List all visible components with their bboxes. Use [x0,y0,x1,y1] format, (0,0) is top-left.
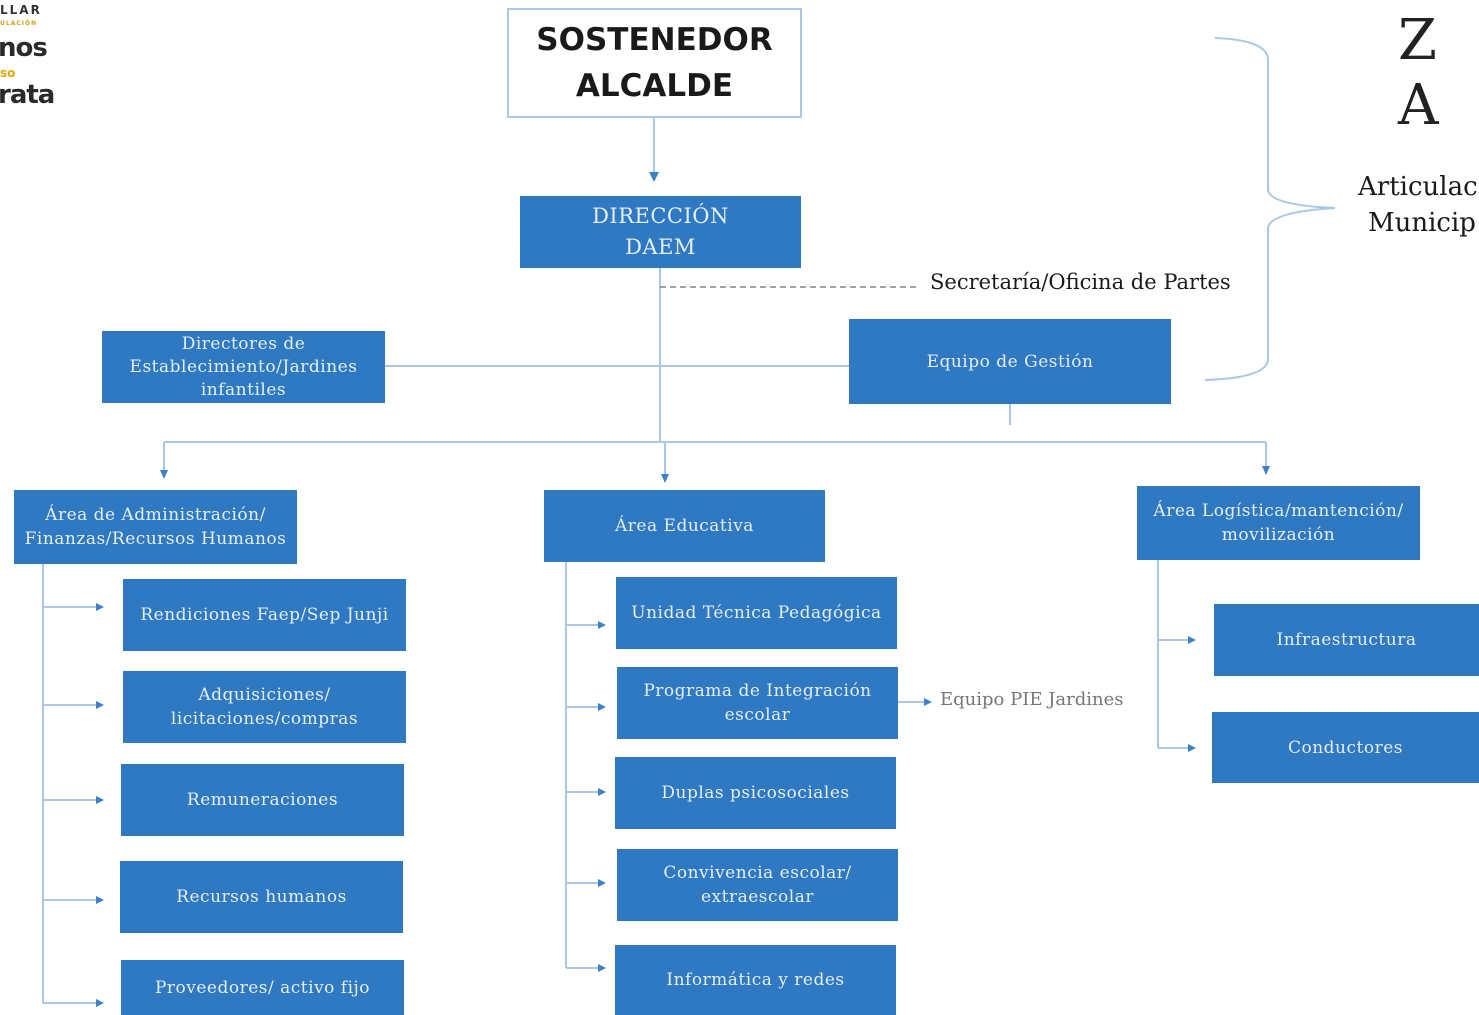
side-note-line-2: Municip [1368,208,1476,238]
log-item: Infraestructura [1214,604,1479,676]
pie-jardines-label: Equipo PIE Jardines [940,689,1124,710]
admin-item: Remuneraciones [121,764,404,836]
direccion-box: DIRECCIÓN DAEM [520,196,801,268]
logo-text-1: LLAR [0,3,42,17]
educ-item: Programa de Integración escolar [617,667,898,739]
educ-item: Unidad Técnica Pedagógica [616,577,897,649]
logo-text-4: so [0,66,16,80]
heading-right: Z A [1398,8,1443,138]
logo-text-5: rata [0,80,55,110]
side-note-line-1: Articulac [1358,172,1478,202]
educ-item: Convivencia escolar/ extraescolar [617,849,898,921]
sostenedor-line-1: SOSTENEDOR [536,22,773,58]
equipo-gestion-box: Equipo de Gestión [849,319,1171,404]
secretaria-label: Secretaría/Oficina de Partes [930,270,1231,294]
sostenedor-box: SOSTENEDOR ALCALDE [507,8,802,118]
directores-box: Directores de Establecimiento/Jardines i… [102,331,385,403]
sostenedor-line-2: ALCALDE [575,68,734,104]
logo-text-2: ULACIÓN [0,20,38,27]
educ-item: Informática y redes [615,945,896,1015]
logo-text-3: nos [0,33,48,63]
area-educativa-box: Área Educativa [544,490,825,562]
area-logistica-box: Área Logística/mantención/ movilización [1137,486,1420,560]
area-admin-box: Área de Administración/ Finanzas/Recurso… [14,490,297,564]
educ-item: Duplas psicosociales [615,757,896,829]
admin-item: Rendiciones Faep/Sep Junji [123,579,406,651]
direccion-line-1: DIRECCIÓN [592,204,729,228]
log-item: Conductores [1212,712,1479,783]
admin-item: Adquisiciones/ licitaciones/compras [123,671,406,743]
admin-item: Proveedores/ activo fijo [121,960,404,1015]
direccion-line-2: DAEM [625,235,696,259]
admin-item: Recursos humanos [120,861,403,933]
